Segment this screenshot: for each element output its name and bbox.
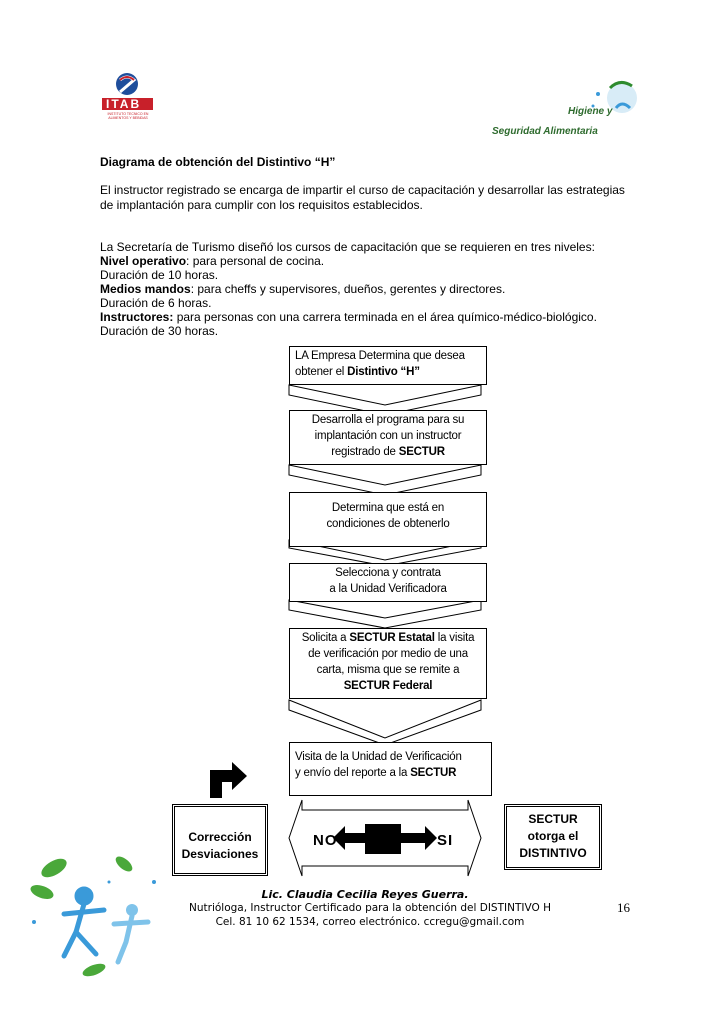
correction-box: Corrección Desviaciones [172, 804, 268, 876]
flow-step-2-bold: SECTUR [399, 446, 445, 458]
correction-line2: Desviaciones [175, 846, 265, 863]
flow-step-5-line1: Solicita a [302, 632, 350, 644]
flow-down-arrow [289, 465, 481, 495]
flow-step-1-line1: LA Empresa Determina que desea [295, 348, 486, 364]
flow-step-2: Desarrolla el programa para su implantac… [289, 410, 487, 465]
flow-step-2-line1: Desarrolla el programa para su [290, 412, 486, 428]
flow-step-5-line1b: la visita [435, 632, 475, 644]
flow-step-3-line2: condiciones de obtenerlo [290, 516, 486, 532]
flow-down-arrow [289, 600, 481, 628]
flow-step-5-line2: de verificación por medio de una [290, 646, 486, 662]
flow-step-5-bold2: SECTUR Federal [344, 680, 433, 692]
flow-down-arrow [289, 700, 481, 745]
flow-step-3: Determina que está en condiciones de obt… [289, 492, 487, 547]
decorative-figures-icon [14, 852, 174, 982]
flow-step-1: LA Empresa Determina que desea obtener e… [289, 346, 487, 385]
sectur-grant-box: SECTUR otorga el DISTINTIVO [504, 804, 602, 870]
footer-contact: Cel. 81 10 62 1534, correo electrónico. … [160, 916, 580, 928]
si-label: SI [437, 832, 453, 849]
flow-step-1-bold: Distintivo “H” [347, 366, 420, 378]
no-label: NO [313, 832, 338, 849]
turn-arrow-icon [210, 762, 247, 798]
flow-step-1-line2: obtener el [295, 366, 347, 378]
page-number: 16 [617, 900, 630, 916]
sectur-line2: otorga el [507, 828, 599, 845]
footer-role: Nutrióloga, Instructor Certificado para … [160, 902, 580, 914]
flow-step-6-line2: y envío del reporte a la [295, 767, 410, 779]
connector-block [365, 824, 401, 854]
footer-author: Lic. Claudia Cecilia Reyes Guerra. [180, 888, 550, 901]
sectur-line3: DISTINTIVO [507, 845, 599, 862]
flow-step-3-line1: Determina que está en [290, 500, 486, 516]
flow-step-4-line2: a la Unidad Verificadora [290, 581, 486, 597]
flow-step-5-bold1: SECTUR Estatal [349, 632, 434, 644]
flow-step-5: Solicita a SECTUR Estatal la visita de v… [289, 628, 487, 699]
flow-step-2-line3: registrado de [331, 446, 399, 458]
flow-step-2-line2: implantación con un instructor [290, 428, 486, 444]
correction-line1: Corrección [175, 829, 265, 846]
flow-step-5-line3: carta, misma que se remite a [290, 662, 486, 678]
flow-step-6-bold: SECTUR [410, 767, 456, 779]
flow-step-4-line1: Selecciona y contrata [290, 565, 486, 581]
flow-step-6: Visita de la Unidad de Verificación y en… [289, 742, 492, 796]
flow-step-4: Selecciona y contrata a la Unidad Verifi… [289, 563, 487, 602]
sectur-line1: SECTUR [507, 811, 599, 828]
flow-step-6-line1: Visita de la Unidad de Verificación [295, 749, 491, 765]
